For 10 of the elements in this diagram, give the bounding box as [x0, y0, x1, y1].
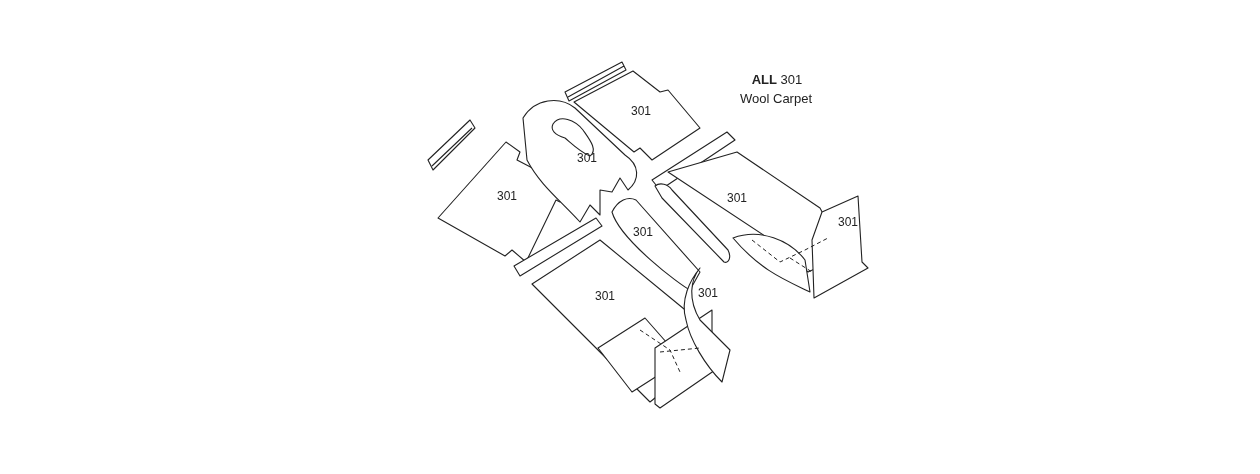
- part-number: 301: [727, 192, 747, 206]
- note-text: ALL 301: [751, 72, 803, 88]
- part-number: 301: [838, 216, 858, 230]
- part-number: 301: [595, 290, 615, 304]
- part-number: 301: [497, 190, 517, 204]
- part-number: 301: [577, 152, 597, 166]
- part-number: 301: [633, 226, 653, 240]
- note-text: Wool Carpet: [740, 91, 812, 107]
- part-number: 301: [698, 287, 718, 301]
- part-number: 301: [631, 105, 651, 119]
